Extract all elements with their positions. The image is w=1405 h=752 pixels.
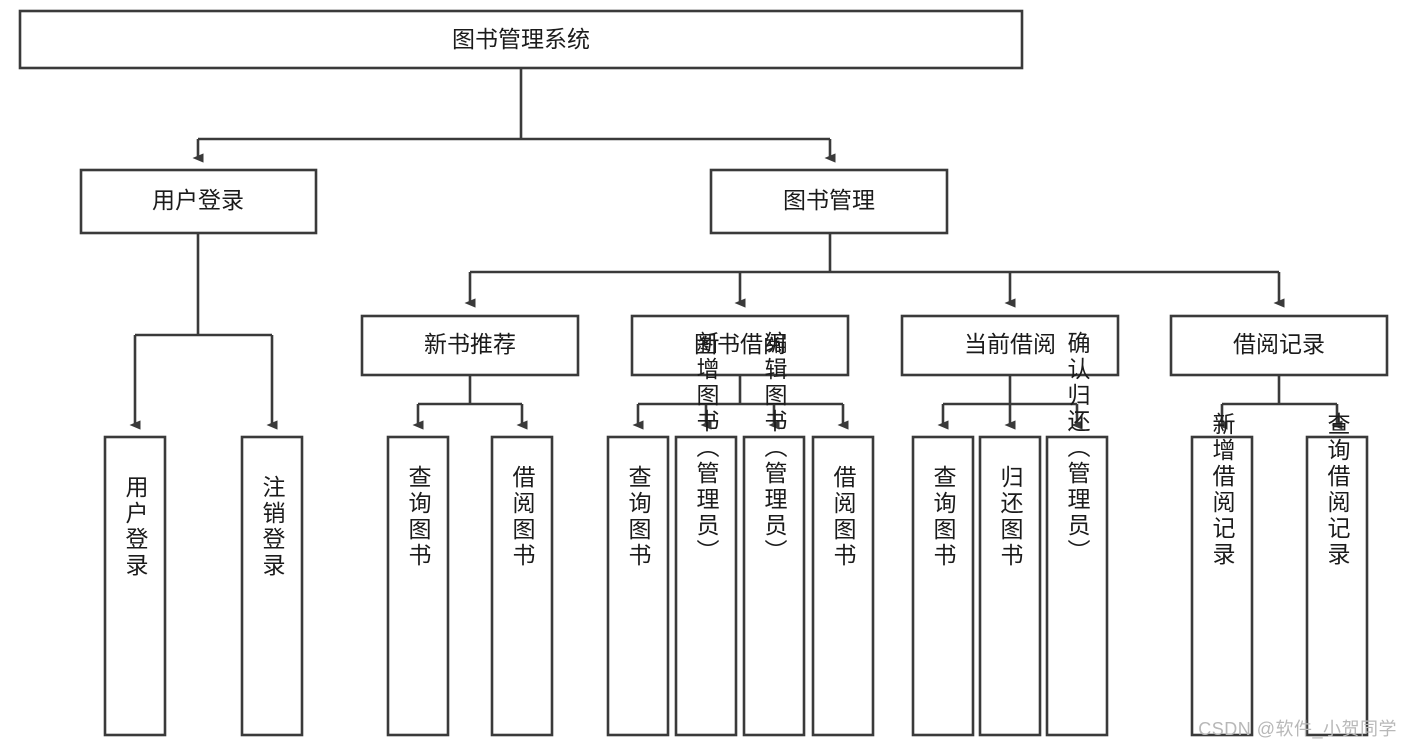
leaf-bookborrow-edit-label: 编辑图书（管理员） [761,331,788,565]
leaf-user-login-signout-label: 注销登录 [259,475,286,579]
leaf-bookborrow-borrow[interactable]: 借阅图书 [811,435,875,737]
node-book-management[interactable]: 图书管理 [709,168,949,235]
node-new-book-recommend-label: 新书推荐 [424,331,516,357]
node-user-login-label: 用户登录 [152,187,244,213]
leaf-bookborrow-add-label: 新增图书（管理员） [693,331,720,565]
node-new-book-recommend[interactable]: 新书推荐 [360,314,580,377]
leaf-currentborrow-return-label: 归还图书 [997,465,1024,569]
leaf-borrowrecord-query-label: 查询借阅记录 [1324,412,1351,568]
leaf-user-login-signin[interactable]: 用户登录 [103,435,167,737]
connector-userlogin-to-leaves [129,233,278,430]
node-book-management-label: 图书管理 [783,187,875,213]
connector-newbook-to-leaves [412,375,528,430]
leaf-bookborrow-borrow-label: 借阅图书 [830,465,857,569]
connector-currentborrow-to-leaves [937,375,1083,430]
leaf-borrowrecord-query[interactable]: 查询借阅记录 [1305,412,1369,737]
leaf-bookborrow-query[interactable]: 查询图书 [606,435,670,737]
leaf-currentborrow-query[interactable]: 查询图书 [911,435,975,737]
node-book-borrow[interactable]: 图书借阅 [630,314,850,377]
leaf-user-login-signout[interactable]: 注销登录 [240,435,304,737]
node-user-login[interactable]: 用户登录 [79,168,318,235]
leaf-borrowrecord-add[interactable]: 新增借阅记录 [1190,412,1254,737]
leaf-bookborrow-add[interactable]: 新增图书（管理员） [674,331,738,737]
leaf-bookborrow-query-label: 查询图书 [625,465,652,569]
node-book-borrow-label: 图书借阅 [694,331,786,357]
node-root-system[interactable]: 图书管理系统 [18,9,1024,70]
leaf-user-login-signin-label: 用户登录 [122,475,149,579]
node-borrow-record-label: 借阅记录 [1233,331,1325,357]
leaf-newbook-borrow[interactable]: 借阅图书 [490,435,554,737]
node-root-label: 图书管理系统 [452,26,590,52]
connector-bookmgmt-to-level3 [464,233,1285,308]
leaf-currentborrow-query-label: 查询图书 [930,465,957,569]
node-current-borrow-label: 当前借阅 [964,331,1056,357]
connector-bookborrow-to-leaves [632,375,849,430]
node-borrow-record[interactable]: 借阅记录 [1169,314,1389,377]
leaf-newbook-query[interactable]: 查询图书 [386,435,450,737]
leaf-newbook-query-label: 查询图书 [405,465,432,569]
connector-root-to-level2 [192,69,836,163]
leaf-currentborrow-confirm[interactable]: 确认归还（管理员） [1045,331,1109,737]
leaf-currentborrow-confirm-label: 确认归还（管理员） [1064,331,1091,565]
connector-borrowrecord-to-leaves [1216,375,1343,430]
leaf-newbook-borrow-label: 借阅图书 [509,465,536,569]
leaf-borrowrecord-add-label: 新增借阅记录 [1209,412,1236,568]
leaf-currentborrow-return[interactable]: 归还图书 [978,435,1042,737]
node-current-borrow[interactable]: 当前借阅 [900,314,1120,377]
leaf-bookborrow-edit[interactable]: 编辑图书（管理员） [742,331,806,737]
